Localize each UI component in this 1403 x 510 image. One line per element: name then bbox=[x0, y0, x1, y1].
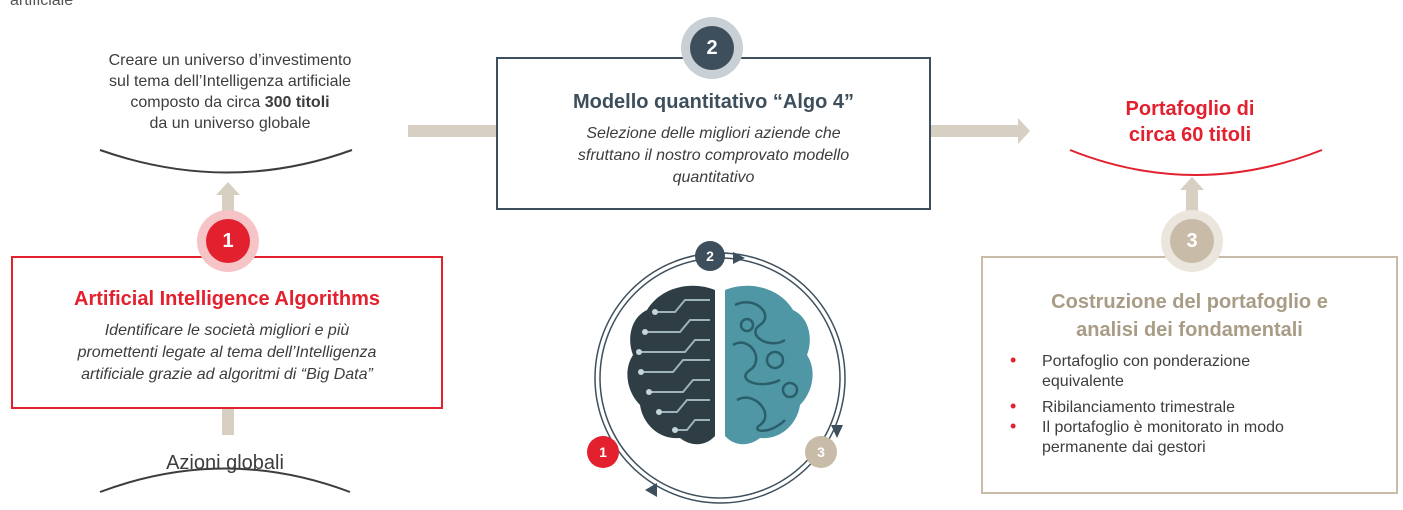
arrow-model-to-portfolio-head bbox=[1018, 118, 1030, 144]
arrow-model-to-portfolio-shaft bbox=[930, 125, 1020, 137]
bullet-1-line-2: equivalente bbox=[1042, 373, 1124, 390]
bullet-3-line-2: permanente dai gestori bbox=[1042, 439, 1206, 456]
cycle-arrow-top bbox=[733, 252, 745, 264]
portfolio-line-2: circa 60 titoli bbox=[1128, 124, 1252, 146]
step2-desc-2: sfruttano il nostro comprovato modello bbox=[577, 147, 850, 164]
step1-desc-1: Identificare le società migliori e più bbox=[104, 322, 350, 339]
step1-description: Identificare le società migliori e più p… bbox=[13, 320, 441, 386]
step2-number-badge: 2 bbox=[690, 26, 734, 70]
arc-portfolio bbox=[1069, 149, 1323, 176]
bullet-dot-icon: • bbox=[1010, 416, 1017, 436]
brain-circuit-icon bbox=[627, 285, 813, 445]
arc-universe bbox=[99, 149, 353, 174]
bullet-dot-icon: • bbox=[1010, 396, 1017, 416]
cycle-badge-1-bg bbox=[587, 436, 619, 468]
step1-number-badge: 1 bbox=[206, 219, 250, 263]
arrow-step3-up-head bbox=[1180, 177, 1204, 190]
bullet-1-line-1: Portafoglio con ponderazione bbox=[1042, 353, 1251, 370]
arc-global bbox=[99, 467, 351, 493]
step1-desc-2: promettenti legate al tema dell’Intellig… bbox=[77, 344, 377, 361]
universe-count: 300 titoli bbox=[264, 94, 330, 111]
cycle-badge-2: 2 bbox=[706, 248, 714, 264]
step1-title: Artificial Intelligence Algorithms bbox=[74, 288, 380, 310]
bullet-3-line-1: Il portafoglio è monitorato in modo bbox=[1042, 419, 1284, 436]
step3-title-1: Costruzione del portafoglio e bbox=[1051, 291, 1328, 313]
cycle-arrow-bottom bbox=[645, 483, 657, 497]
step2-desc-3: quantitativo bbox=[672, 169, 755, 186]
portfolio-line-1: Portafoglio di bbox=[1125, 98, 1255, 120]
universe-line-3: composto da circa 300 titoli bbox=[55, 92, 405, 113]
universe-line-2: sul tema dell’Intelligenza artificiale bbox=[109, 73, 351, 90]
cycle-badge-1: 1 bbox=[599, 444, 607, 460]
step3-bullet-2: • Ribilanciamento trimestrale bbox=[1010, 396, 1390, 418]
step3-number-badge: 3 bbox=[1170, 219, 1214, 263]
universe-line-4: da un universo globale bbox=[149, 115, 311, 132]
cycle-arrow-right bbox=[831, 425, 843, 438]
step3-bullet-3: • Il portafoglio è monitorato in modo pe… bbox=[1010, 416, 1390, 458]
global-equities-label: Azioni globali bbox=[166, 452, 284, 474]
cycle-badge-3-bg bbox=[805, 436, 837, 468]
step2-box: Modello quantitativo “Algo 4” Selezione … bbox=[496, 57, 931, 210]
step2-description: Selezione delle migliori aziende che sfr… bbox=[498, 123, 929, 189]
cycle-badge-3: 3 bbox=[817, 444, 825, 460]
step3-box: Costruzione del portafoglio e analisi de… bbox=[981, 256, 1398, 494]
top-cut-text: artificiale bbox=[10, 0, 74, 9]
step2-desc-1: Selezione delle migliori aziende che bbox=[586, 125, 841, 142]
universe-line-3-pre: composto da circa bbox=[130, 94, 265, 111]
step3-bullet-1: • Portafoglio con ponderazione equivalen… bbox=[1010, 350, 1390, 392]
bullet-2-line-1: Ribilanciamento trimestrale bbox=[1042, 399, 1235, 416]
step1-box: Artificial Intelligence Algorithms Ident… bbox=[11, 256, 443, 409]
arrow-step1-up-head bbox=[216, 182, 240, 195]
bullet-dot-icon: • bbox=[1010, 350, 1017, 370]
step3-title-2: analisi dei fondamentali bbox=[1076, 319, 1303, 341]
arrow-universe-to-model bbox=[408, 125, 498, 137]
step3-bullet-list: • Portafoglio con ponderazione equivalen… bbox=[1010, 350, 1390, 464]
universe-description: Creare un universo d’investimento sul te… bbox=[55, 50, 405, 134]
universe-line-1: Creare un universo d’investimento bbox=[108, 52, 352, 69]
step2-title: Modello quantitativo “Algo 4” bbox=[572, 91, 855, 113]
portfolio-title: Portafoglio di circa 60 titoli bbox=[1040, 96, 1340, 148]
brain-cycle: 2 1 3 bbox=[587, 241, 846, 504]
step3-title: Costruzione del portafoglio e analisi de… bbox=[983, 288, 1396, 344]
cycle-badge-2-bg bbox=[695, 241, 725, 271]
step1-desc-3: artificiale grazie ad algoritmi di “Big … bbox=[81, 366, 373, 383]
